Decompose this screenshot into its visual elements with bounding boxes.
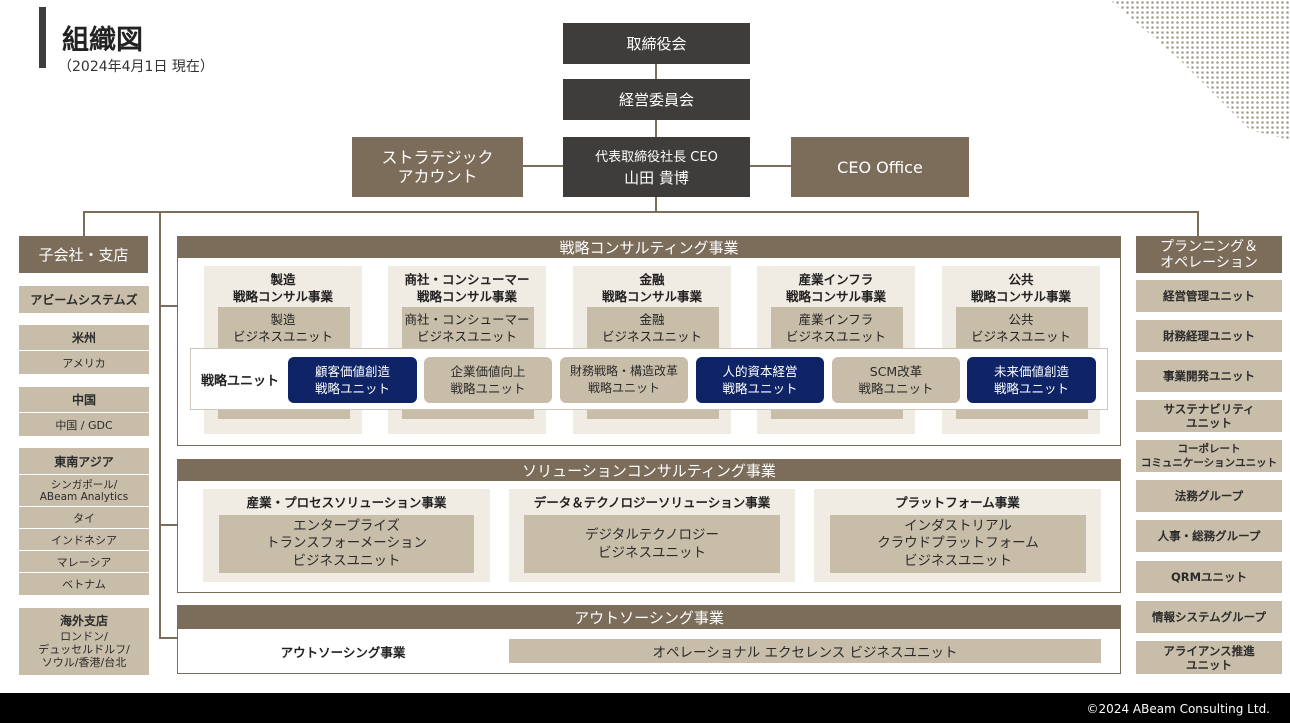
- sea-item-indonesia: インドネシア: [19, 529, 149, 550]
- ceo-name: 山田 貴博: [624, 169, 689, 187]
- right-item-it: 情報システムグループ: [1136, 601, 1282, 633]
- abeam-systems-box: アビームシステムズ: [19, 286, 149, 313]
- connector: [159, 211, 161, 639]
- outsourcing-bu-box: オペレーショナル エクセレンス ビジネスユニット: [509, 639, 1101, 663]
- solution-division-label: データ＆テクノロジーソリューション事業: [533, 494, 771, 510]
- title-accent-bar: [39, 7, 46, 68]
- right-item-finance: 財務経理ユニット: [1136, 320, 1282, 352]
- outsourcing-header: アウトソーシング事業: [177, 605, 1121, 629]
- ceo-role: 代表取締役社長 CEO: [595, 150, 718, 165]
- right-item-alliance: アライアンス推進ユニット: [1136, 641, 1282, 674]
- strategy-division-label: 製造戦略コンサル事業: [232, 272, 333, 304]
- americas-head: 米州: [19, 325, 149, 350]
- connector: [1197, 211, 1199, 236]
- connector: [159, 524, 177, 526]
- strategy-unit-customer-value: 顧客価値創造戦略ユニット: [288, 357, 417, 403]
- strategy-division-label: 産業インフラ戦略コンサル事業: [785, 272, 886, 304]
- strategy-unit-scm: SCM改革戦略ユニット: [832, 357, 960, 403]
- page-date: （2024年4月1日 現在）: [58, 59, 214, 75]
- right-item-qrm: QRMユニット: [1136, 561, 1282, 593]
- right-item-sustainability: サステナビリティユニット: [1136, 400, 1282, 432]
- right-item-management: 経営管理ユニット: [1136, 280, 1282, 312]
- sea-item-singapore: シンガポール/ ABeam Analytics: [19, 475, 149, 506]
- planning-operations-header: プランニング＆オペレーション: [1136, 236, 1282, 273]
- solution-division-label: 産業・プロセスソリューション事業: [246, 494, 447, 510]
- strategy-unit-human-capital: 人的資本経営戦略ユニット: [696, 357, 824, 403]
- connector: [655, 196, 657, 212]
- strategy-division-label: 公共戦略コンサル事業: [970, 272, 1071, 304]
- sea-item-thailand: タイ: [19, 507, 149, 528]
- footer-bar: [0, 693, 1290, 723]
- connector: [159, 305, 177, 307]
- strategy-bu-label: 産業インフラビジネスユニット: [785, 312, 886, 344]
- strategy-bu-label: 金融ビジネスユニット: [601, 312, 702, 344]
- solution-bu-enterprise: エンタープライズトランスフォーメーションビジネスユニット: [219, 515, 474, 573]
- strategy-division-label: 金融戦略コンサル事業: [601, 272, 702, 304]
- strategy-unit-finance-strategy: 財務戦略・構造改革戦略ユニット: [560, 357, 688, 403]
- right-item-hr: 人事・総務グループ: [1136, 520, 1282, 552]
- connector: [83, 211, 1199, 213]
- overseas-branches-box: 海外支店 ロンドン/ デュッセルドルフ/ ソウル/香港/台北: [19, 608, 149, 675]
- solution-header: ソリューションコンサルティング事業: [177, 459, 1121, 481]
- outsourcing-label: アウトソーシング事業: [280, 644, 406, 660]
- strategy-unit-future-value: 未来価値創造戦略ユニット: [967, 357, 1096, 403]
- connector: [83, 211, 85, 236]
- strategic-account-box: ストラテジック アカウント: [352, 137, 523, 197]
- subsidiaries-header: 子会社・支店: [19, 236, 148, 273]
- connector: [749, 165, 791, 167]
- solution-bu-digital: デジタルテクノロジービジネスユニット: [524, 515, 780, 573]
- strategy-units-label: 戦略ユニット: [201, 374, 280, 389]
- page-title: 組織図: [62, 25, 143, 56]
- connector: [655, 120, 657, 137]
- dot-pattern-decoration: [1110, 0, 1290, 140]
- strategy-division-label: 商社・コンシューマー戦略コンサル事業: [404, 272, 530, 304]
- connector: [523, 165, 563, 167]
- connector: [655, 64, 657, 80]
- committee-box: 経営委員会: [563, 79, 750, 120]
- board-box: 取締役会: [563, 23, 750, 64]
- strategy-bu-label: 商社・コンシューマービジネスユニット: [404, 312, 530, 344]
- connector: [159, 637, 177, 639]
- china-item: 中国 / GDC: [19, 413, 149, 436]
- americas-item: アメリカ: [19, 351, 149, 374]
- solution-division-label: プラットフォーム事業: [895, 494, 1020, 510]
- strategy-bu-label: 製造ビジネスユニット: [232, 312, 333, 344]
- right-item-communication: コーポレートコミュニケーションユニット: [1136, 440, 1282, 472]
- strategy-unit-corporate-value: 企業価値向上戦略ユニット: [424, 357, 552, 403]
- ceo-office-box: CEO Office: [791, 137, 969, 197]
- sea-item-vietnam: ベトナム: [19, 573, 149, 595]
- strategy-bu-label: 公共ビジネスユニット: [970, 312, 1071, 344]
- strategy-header: 戦略コンサルティング事業: [177, 236, 1121, 258]
- ceo-box: 代表取締役社長 CEO 山田 貴博: [563, 137, 750, 197]
- sea-item-malaysia: マレーシア: [19, 551, 149, 572]
- solution-bu-cloud: インダストリアルクラウドプラットフォームビジネスユニット: [830, 515, 1086, 573]
- sea-head: 東南アジア: [19, 448, 149, 474]
- footer-copyright: ©2024 ABeam Consulting Ltd.: [1086, 702, 1270, 716]
- china-head: 中国: [19, 387, 149, 412]
- overseas-head: 海外支店: [59, 613, 108, 628]
- right-item-legal: 法務グループ: [1136, 480, 1282, 512]
- right-item-bizdev: 事業開発ユニット: [1136, 360, 1282, 392]
